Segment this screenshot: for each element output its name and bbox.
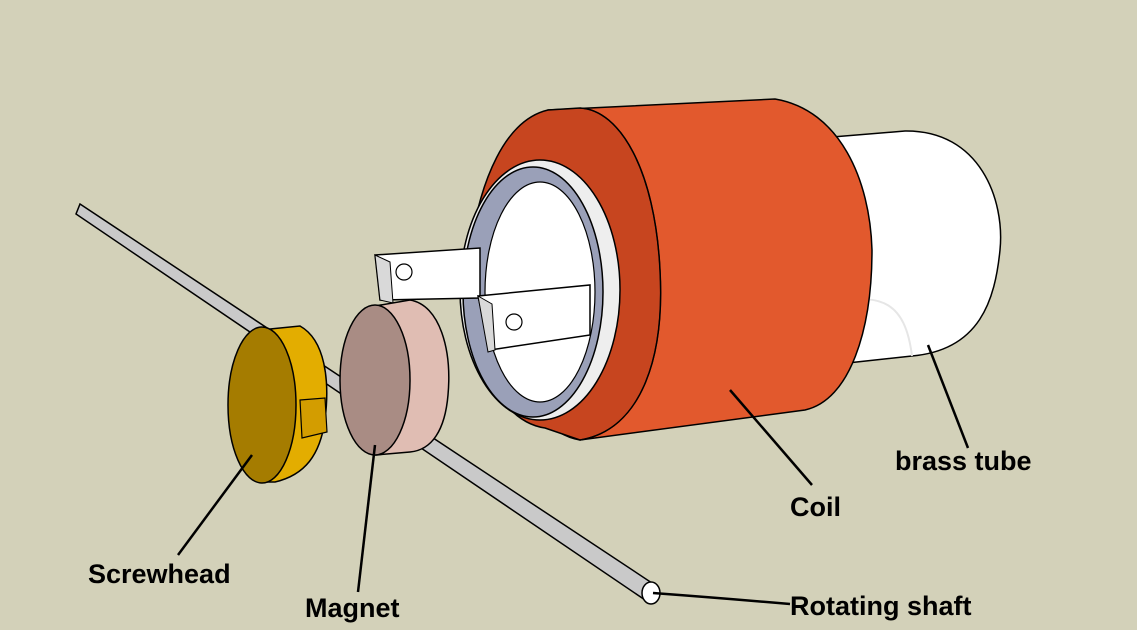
leader-screwhead [176, 454, 254, 556]
leader-lines [176, 344, 970, 606]
leader-magnet [356, 444, 377, 593]
magnet [339, 299, 450, 456]
label-coil: Coil [790, 492, 841, 522]
label-screwhead: Screwhead [88, 559, 231, 589]
label-brass-tube: brass tube [895, 446, 1032, 476]
leader-brass-tube [926, 344, 970, 449]
leader-rotating-shaft [652, 591, 791, 606]
label-magnet: Magnet [305, 593, 400, 623]
leader-coil [729, 389, 813, 486]
label-rotating-shaft: Rotating shaft [790, 591, 972, 621]
bobbin [374, 159, 621, 421]
screwhead [227, 325, 328, 484]
